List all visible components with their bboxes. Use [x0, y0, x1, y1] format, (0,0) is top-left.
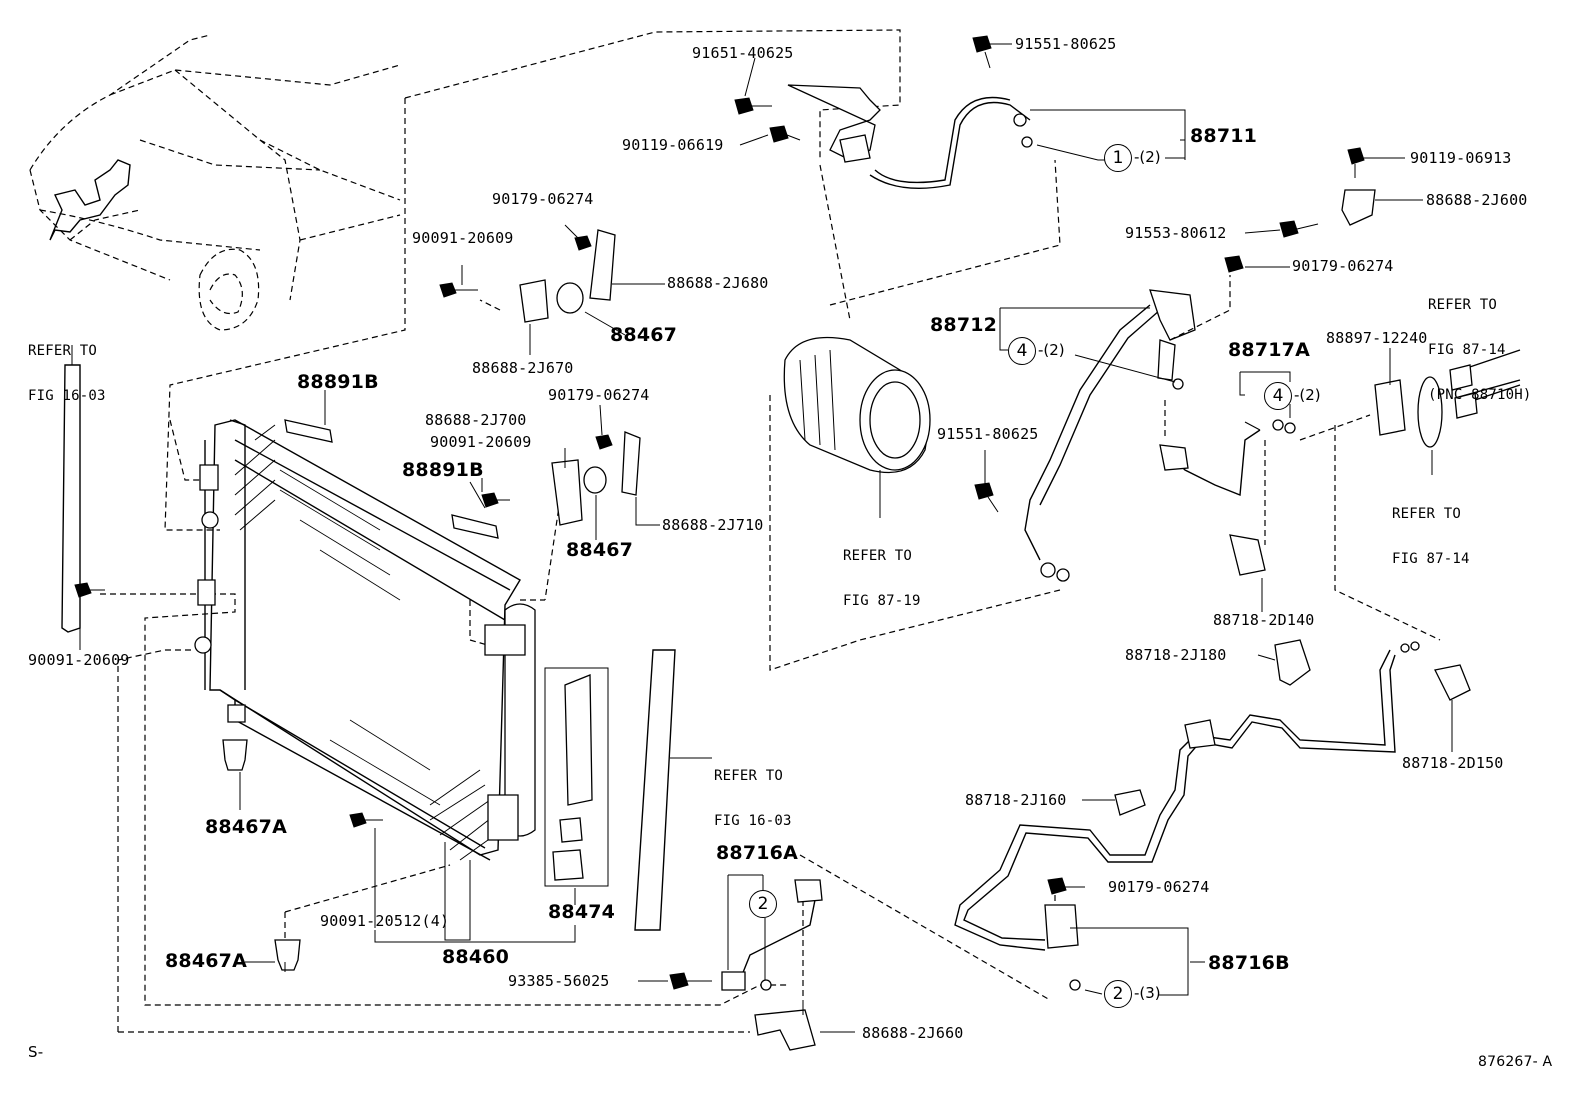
- refer-line: FIG 87-14: [1428, 342, 1506, 358]
- callout-4a: 4: [1008, 337, 1036, 365]
- refer-line: FIG 16-03: [28, 388, 106, 404]
- label-90179-06274-a: 90179-06274: [492, 190, 594, 208]
- refer-line: (PNC 88710H): [1428, 387, 1532, 403]
- label-88688-2J670: 88688-2J670: [472, 359, 574, 377]
- vehicle-outline: [29, 34, 401, 331]
- label-88467A-b: 88467A: [165, 950, 248, 972]
- label-88716B: 88716B: [1208, 952, 1290, 974]
- label-88688-2J700: 88688-2J700: [425, 411, 527, 429]
- label-90119-06619: 90119-06619: [622, 136, 724, 154]
- callout-1-qty: -(2): [1134, 148, 1161, 166]
- label-88688-2J660: 88688-2J660: [862, 1024, 964, 1042]
- callout-2a: 2: [749, 890, 777, 918]
- label-88467-a: 88467: [610, 324, 678, 346]
- footer-left: S-: [28, 1043, 44, 1061]
- label-90179-06274-b: 90179-06274: [548, 386, 650, 404]
- refer-fig-16-03-right: REFER TO FIG 16-03: [714, 739, 792, 844]
- label-90119-06913: 90119-06913: [1410, 149, 1512, 167]
- label-88891B-a: 88891B: [297, 371, 379, 393]
- refer-fig-87-19: REFER TO FIG 87-19: [843, 519, 921, 624]
- callout-2b: 2: [1104, 980, 1132, 1008]
- label-88688-2J710: 88688-2J710: [662, 516, 764, 534]
- label-90179-06274-c: 90179-06274: [1292, 257, 1394, 275]
- label-88460: 88460: [442, 946, 510, 968]
- leader-lines: [79, 43, 1453, 1033]
- label-88716A: 88716A: [716, 842, 799, 864]
- refer-line: REFER TO: [714, 768, 784, 784]
- label-88718-2J180: 88718-2J180: [1125, 646, 1227, 664]
- label-91651-40625: 91651-40625: [692, 44, 794, 62]
- label-91551-80625-top: 91551-80625: [1015, 35, 1117, 53]
- refer-fig-87-14-top: REFER TO FIG 87-14 (PNC 88710H): [1428, 268, 1532, 418]
- label-93385-56025: 93385-56025: [508, 972, 610, 990]
- footer-figure-id: 876267- A: [1478, 1054, 1553, 1070]
- label-88467A-a: 88467A: [205, 816, 288, 838]
- label-88717A: 88717A: [1228, 339, 1311, 361]
- refer-line: REFER TO: [843, 548, 913, 564]
- label-90091-20609-a: 90091-20609: [412, 229, 514, 247]
- callout-4b: 4: [1264, 382, 1292, 410]
- label-88718-2D140: 88718-2D140: [1213, 611, 1315, 629]
- refer-line: FIG 87-14: [1392, 551, 1470, 567]
- callout-1: 1: [1104, 144, 1132, 172]
- refer-line: REFER TO: [1428, 297, 1498, 313]
- label-88712: 88712: [930, 314, 998, 336]
- compressor-art: [783, 336, 931, 474]
- label-88474: 88474: [548, 901, 616, 923]
- callout-2b-qty: -(3): [1134, 984, 1161, 1002]
- label-88718-2J160: 88718-2J160: [965, 791, 1067, 809]
- label-90179-06274-d: 90179-06274: [1108, 878, 1210, 896]
- label-90091-20512: 90091-20512(4): [320, 912, 450, 930]
- label-88688-2J680: 88688-2J680: [667, 274, 769, 292]
- refer-fig-16-03-left: REFER TO FIG 16-03: [28, 314, 106, 419]
- refer-line: REFER TO: [28, 343, 98, 359]
- label-88891B-b: 88891B: [402, 459, 484, 481]
- refer-line: REFER TO: [1392, 506, 1462, 522]
- label-90091-20609-b: 90091-20609: [430, 433, 532, 451]
- label-91553-80612: 91553-80612: [1125, 224, 1227, 242]
- label-88897-12240: 88897-12240: [1326, 329, 1428, 347]
- refer-fig-87-14-bottom: REFER TO FIG 87-14: [1392, 477, 1470, 582]
- label-88711: 88711: [1190, 125, 1258, 147]
- condenser-art: [194, 419, 536, 861]
- refer-line: FIG 16-03: [714, 813, 792, 829]
- callout-4a-qty: -(2): [1038, 341, 1065, 359]
- callout-4b-qty: -(2): [1294, 386, 1321, 404]
- label-88688-2J600: 88688-2J600: [1426, 191, 1528, 209]
- label-90091-20609-c: 90091-20609: [28, 651, 130, 669]
- label-91551-80625-mid: 91551-80625: [937, 425, 1039, 443]
- bolt-symbols: [74, 35, 1365, 990]
- label-88467-b: 88467: [566, 539, 634, 561]
- refer-line: FIG 87-19: [843, 593, 921, 609]
- label-88718-2D150: 88718-2D150: [1402, 754, 1504, 772]
